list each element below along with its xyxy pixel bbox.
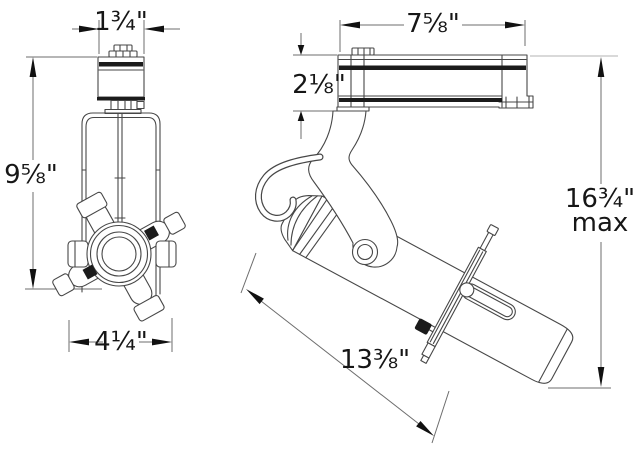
- dim-label-lamp-length: 13⅜": [340, 345, 410, 375]
- side-view-figure: [255, 47, 574, 384]
- dim-label-fixture-height: 9⅝": [4, 160, 58, 190]
- dim-stem-height: [293, 33, 337, 139]
- mounting-arm: [308, 110, 399, 268]
- adjust-knob: [76, 191, 108, 219]
- adjust-knob: [52, 273, 75, 297]
- dimension-labels: 1¾" 9⅝" 4¼" 7⅝" 2⅛" 16¾" max 13⅜": [4, 7, 635, 375]
- lamp-head-front: [52, 191, 186, 322]
- yoke-stem: [114, 112, 126, 225]
- accessory-clamp: [414, 224, 516, 364]
- dimension-lines: [25, 20, 618, 444]
- clip-tab: [144, 225, 159, 241]
- yoke: [81, 112, 161, 298]
- track-adapter-front: [97, 44, 145, 115]
- dim-label-track-length: 7⅝": [406, 9, 460, 39]
- lens-bezel: [86, 221, 152, 287]
- side-barrel: [155, 240, 177, 268]
- side-barrel: [67, 240, 89, 268]
- lever-ball: [459, 282, 475, 298]
- clip-tab: [82, 264, 98, 280]
- dim-label-stem-height: 2⅛": [292, 70, 346, 100]
- lamp-cylinder: [280, 195, 574, 384]
- adjust-knob: [163, 211, 186, 235]
- dim-track-length: [339, 20, 526, 52]
- front-view-figure: [52, 44, 186, 322]
- dim-label-overall-height: 16¾": [565, 184, 635, 214]
- dim-overall-height: [530, 55, 618, 389]
- dim-adapter-width: [72, 20, 180, 54]
- dim-label-adapter-width: 1¾": [94, 7, 148, 37]
- track-adapter-side: [336, 47, 534, 112]
- dim-lamp-length: [240, 252, 450, 444]
- dim-head-width: [68, 318, 173, 352]
- power-cord: [255, 153, 324, 222]
- adjust-knob: [133, 294, 165, 322]
- lock-knob: [414, 318, 432, 335]
- dim-label-overall-height-note: max: [572, 208, 629, 238]
- dim-label-head-width: 4¼": [94, 327, 148, 357]
